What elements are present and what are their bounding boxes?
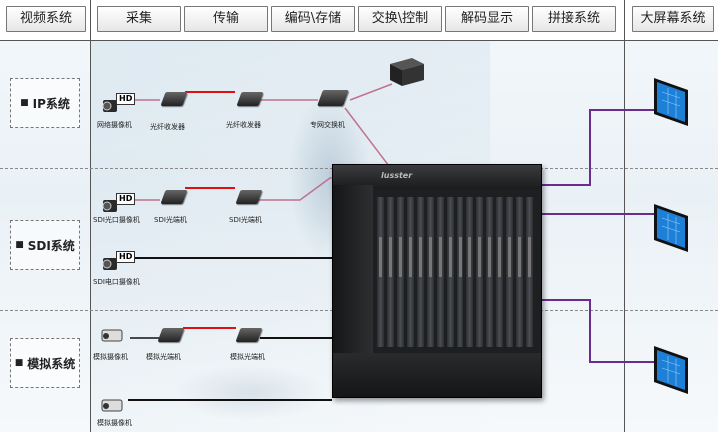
header-bar: 视频系统 采集 传输 编码\存储 交换\控制 解码显示 拼接系统 大屏幕系统 bbox=[0, 0, 718, 41]
label-ip-fiber-rx: 光纤收发器 bbox=[226, 121, 261, 129]
col-video-system: 视频系统 bbox=[6, 6, 86, 32]
link-switch-chassis bbox=[344, 107, 393, 171]
slot bbox=[516, 197, 524, 347]
sdi-hd-badge-2: HD bbox=[116, 251, 136, 263]
label-ip-switch: 专网交换机 bbox=[310, 121, 345, 129]
col-splicing: 拼接系统 bbox=[532, 6, 616, 32]
sdi-hd-badge-1: HD bbox=[116, 193, 136, 205]
link-to-monitor-1 bbox=[540, 109, 655, 186]
label-sdi-fiber-tx: SDI光端机 bbox=[154, 216, 187, 224]
monitor-2-icon bbox=[654, 204, 688, 252]
storage-server-icon bbox=[390, 58, 424, 86]
label-sdi-cam2: SDI电口摄像机 bbox=[93, 278, 140, 286]
chassis-brand: lusster bbox=[381, 171, 413, 180]
slot bbox=[476, 197, 484, 347]
slot bbox=[456, 197, 464, 347]
col-encode-store: 编码\存储 bbox=[271, 6, 355, 32]
analog-camera-2-icon bbox=[101, 399, 123, 412]
chassis-slots bbox=[377, 197, 533, 347]
label-analog-fiber-tx: 模拟光端机 bbox=[146, 353, 181, 361]
label-sdi-cam1: SDI光口摄像机 bbox=[93, 216, 140, 224]
sdi-camera-1-icon bbox=[102, 200, 117, 212]
col-decode-display: 解码显示 bbox=[445, 6, 529, 32]
col-large-screen: 大屏幕系统 bbox=[632, 6, 714, 32]
slot bbox=[436, 197, 444, 347]
slot bbox=[526, 197, 533, 347]
link-switch-store bbox=[349, 83, 393, 101]
sdi-camera-2-icon bbox=[102, 258, 117, 270]
col-transmission: 传输 bbox=[184, 6, 268, 32]
system-analog: ■模拟系统 bbox=[10, 338, 80, 388]
slot bbox=[496, 197, 504, 347]
system-ip: ■IP系统 bbox=[10, 78, 80, 128]
slot bbox=[416, 197, 424, 347]
slot bbox=[377, 197, 384, 347]
matrix-chassis: lusster bbox=[332, 164, 542, 398]
label-analog-cam1: 模拟摄像机 bbox=[93, 353, 128, 361]
slot bbox=[396, 197, 404, 347]
col-switch-control: 交换\控制 bbox=[358, 6, 442, 32]
ip-camera-icon bbox=[102, 100, 117, 112]
slot bbox=[486, 197, 494, 347]
divider-left bbox=[90, 0, 91, 432]
divider-right bbox=[624, 0, 625, 432]
slot bbox=[406, 197, 414, 347]
label-analog-cam2: 模拟摄像机 bbox=[97, 419, 132, 427]
slot bbox=[466, 197, 474, 347]
slot bbox=[386, 197, 394, 347]
monitor-3-icon bbox=[654, 346, 688, 394]
slot bbox=[446, 197, 454, 347]
analog-camera-1-icon bbox=[101, 329, 123, 342]
col-capture: 采集 bbox=[97, 6, 181, 32]
chassis-bottom bbox=[333, 353, 541, 397]
slot bbox=[506, 197, 514, 347]
label-ip-fiber-tx: 光纤收发器 bbox=[150, 123, 185, 131]
slot bbox=[426, 197, 434, 347]
link-to-monitor-3 bbox=[540, 299, 655, 363]
ip-hd-badge: HD bbox=[116, 93, 136, 105]
system-sdi: ■SDI系统 bbox=[10, 220, 80, 270]
label-analog-fiber-rx: 模拟光端机 bbox=[230, 353, 265, 361]
monitor-1-icon bbox=[654, 78, 688, 126]
label-sdi-fiber-rx: SDI光端机 bbox=[229, 216, 262, 224]
label-ip-camera: 网络摄像机 bbox=[97, 121, 132, 129]
